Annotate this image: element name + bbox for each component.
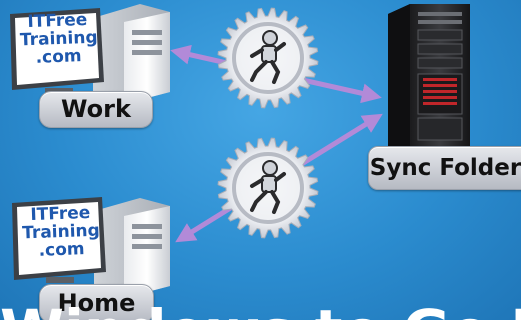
home-computer-icon bbox=[12, 197, 170, 298]
work-logo: ITFree Training .com bbox=[19, 10, 98, 68]
cropped-caption: Windows to Go Enterprise bbox=[0, 302, 521, 320]
work-label: Work bbox=[39, 91, 153, 128]
sync-folder-label: Sync Folder bbox=[368, 146, 521, 190]
home-logo-line: .com bbox=[38, 238, 85, 261]
gear-icon bbox=[217, 137, 319, 239]
gear-icon bbox=[217, 7, 319, 109]
work-logo-line: .com bbox=[35, 45, 82, 68]
work-computer-icon bbox=[10, 4, 170, 104]
server-tower-icon bbox=[388, 4, 470, 158]
runner-robot-icon bbox=[250, 30, 286, 84]
home-label: Home bbox=[39, 284, 154, 320]
home-logo: ITFree Training .com bbox=[21, 203, 101, 261]
runner-robot-icon bbox=[250, 160, 286, 214]
